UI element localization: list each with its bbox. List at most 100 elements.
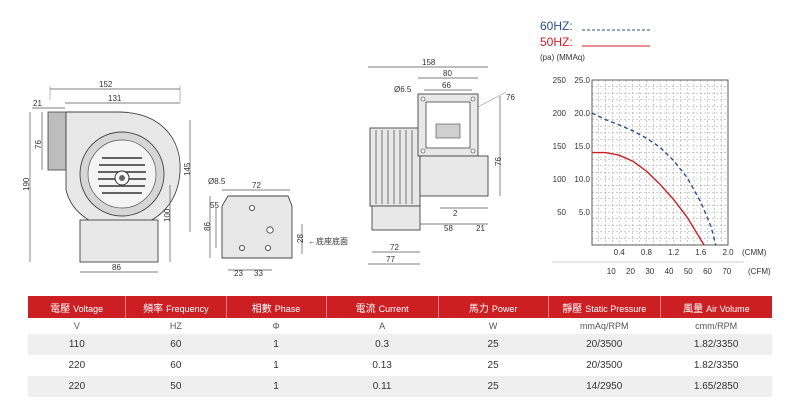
dim-21-side: 21 [476,224,485,233]
table-cell: 25 [438,376,549,397]
table-row: 220 60 1 0.13 25 20/3500 1.82/3350 [28,355,772,376]
unit-cell: mmAq/RPM [548,318,661,334]
dim-55-base: 55 [210,201,219,210]
y-tick-mmaq: 25.0 [574,76,590,85]
x-tick-cmm: 1.6 [695,248,707,257]
x-tick-cmm: 0.4 [614,248,626,257]
dim-dia-6-5: Ø6.5 [394,85,412,94]
dim-77: 77 [386,255,395,264]
dim-158: 158 [422,58,436,67]
y-tick-pa: 50 [557,208,566,217]
table-row: 220 50 1 0.11 25 14/2950 1.65/2850 [28,376,772,397]
dim-72-side: 72 [390,243,399,252]
table-row: 110 60 1 0.3 25 20/3500 1.82/3350 [28,334,772,355]
table-cell: 220 [28,376,126,397]
dim-131: 131 [108,94,122,103]
unit-cell: HZ [125,318,226,334]
table-cell: 14/2950 [548,376,661,397]
table-cell: 60 [125,355,226,376]
dim-66: 66 [442,81,451,90]
unit-cell: Φ [226,318,327,334]
dim-76-height: 76 [494,157,503,166]
dim-100: 100 [163,208,172,222]
series-line-60hz [591,112,717,246]
y-tick-pa: 250 [553,76,567,85]
table-cell: 1 [226,334,327,355]
front-view-drawing: 152 131 21 76 190 145 100 [22,80,192,273]
dim-190: 190 [22,177,31,191]
table-cell: 1.82/3350 [660,355,772,376]
x-tick-cfm: 70 [722,267,731,276]
x-tick-cfm: 10 [607,267,616,276]
chart-series [591,112,717,246]
dim-86: 86 [112,263,121,272]
table-cell: 0.11 [326,376,439,397]
x-unit-cmm: (CMM) [742,248,767,257]
x-tick-cmm: 2.0 [722,248,734,257]
table-cell: 20/3500 [548,334,661,355]
dim-145: 145 [183,162,192,176]
side-view-drawing: 158 80 66 Ø6.5 76 76 2 58 21 [368,58,515,265]
dim-86-base: 86 [203,222,212,231]
y-tick-mmaq: 5.0 [579,208,591,217]
chart-frame [591,79,729,246]
spec-units-row: V HZ Φ A W mmAq/RPM cmm/RPM [28,318,772,334]
unit-cell: A [326,318,439,334]
dim-2: 2 [453,209,458,218]
table-cell: 60 [125,334,226,355]
dim-80: 80 [443,69,452,78]
technical-drawings: 152 131 21 76 190 145 100 [22,19,771,278]
dim-76: 76 [34,140,43,149]
chart-grid [592,80,728,245]
x-tick-cfm: 40 [665,267,674,276]
x-tick-cmm: 0.8 [641,248,653,257]
table-cell: 20/3500 [548,355,661,376]
chart-legend: 60HZ: 50HZ: [540,19,650,49]
dim-dia-8-5: Ø8.5 [208,177,226,186]
legend-60hz: 60HZ: [540,19,573,33]
unit-cell: V [28,318,126,334]
table-cell: 220 [28,355,126,376]
base-bottom-note: ←底座底面 [308,236,348,246]
dim-76-square: 76 [506,93,515,102]
dim-152: 152 [99,80,113,89]
y-tick-mmaq: 10.0 [574,175,590,184]
table-cell: 110 [28,334,126,355]
dim-28-base: 28 [296,234,305,243]
x-tick-cfm: 50 [684,267,693,276]
dim-33-base: 33 [254,269,263,278]
x-unit-cfm: (CFM) [748,267,771,276]
legend-50hz: 50HZ: [540,35,573,49]
x-tick-cmm: 1.2 [668,248,680,257]
dim-58: 58 [444,224,453,233]
y-tick-mmaq: 20.0 [574,109,590,118]
x-tick-cfm: 60 [703,267,712,276]
series-line-50hz [592,151,705,246]
x-tick-cfm: 30 [645,267,654,276]
table-cell: 0.3 [326,334,439,355]
table-cell: 25 [438,334,549,355]
y-tick-mmaq: 15.0 [574,142,590,151]
y-tick-pa: 100 [553,175,567,184]
x-tick-cfm: 20 [626,267,635,276]
table-cell: 50 [125,376,226,397]
unit-cell: W [438,318,549,334]
table-cell: 25 [438,355,549,376]
dim-72-base: 72 [252,181,261,190]
dim-23-base: 23 [234,269,243,278]
chart-y-units: (pa) (MMAq) [540,53,585,62]
table-cell: 0.13 [326,355,439,376]
base-view-drawing: Ø8.5 72 86 55 28 ←底座底面 23 33 [203,177,348,278]
y-tick-pa: 200 [553,109,567,118]
